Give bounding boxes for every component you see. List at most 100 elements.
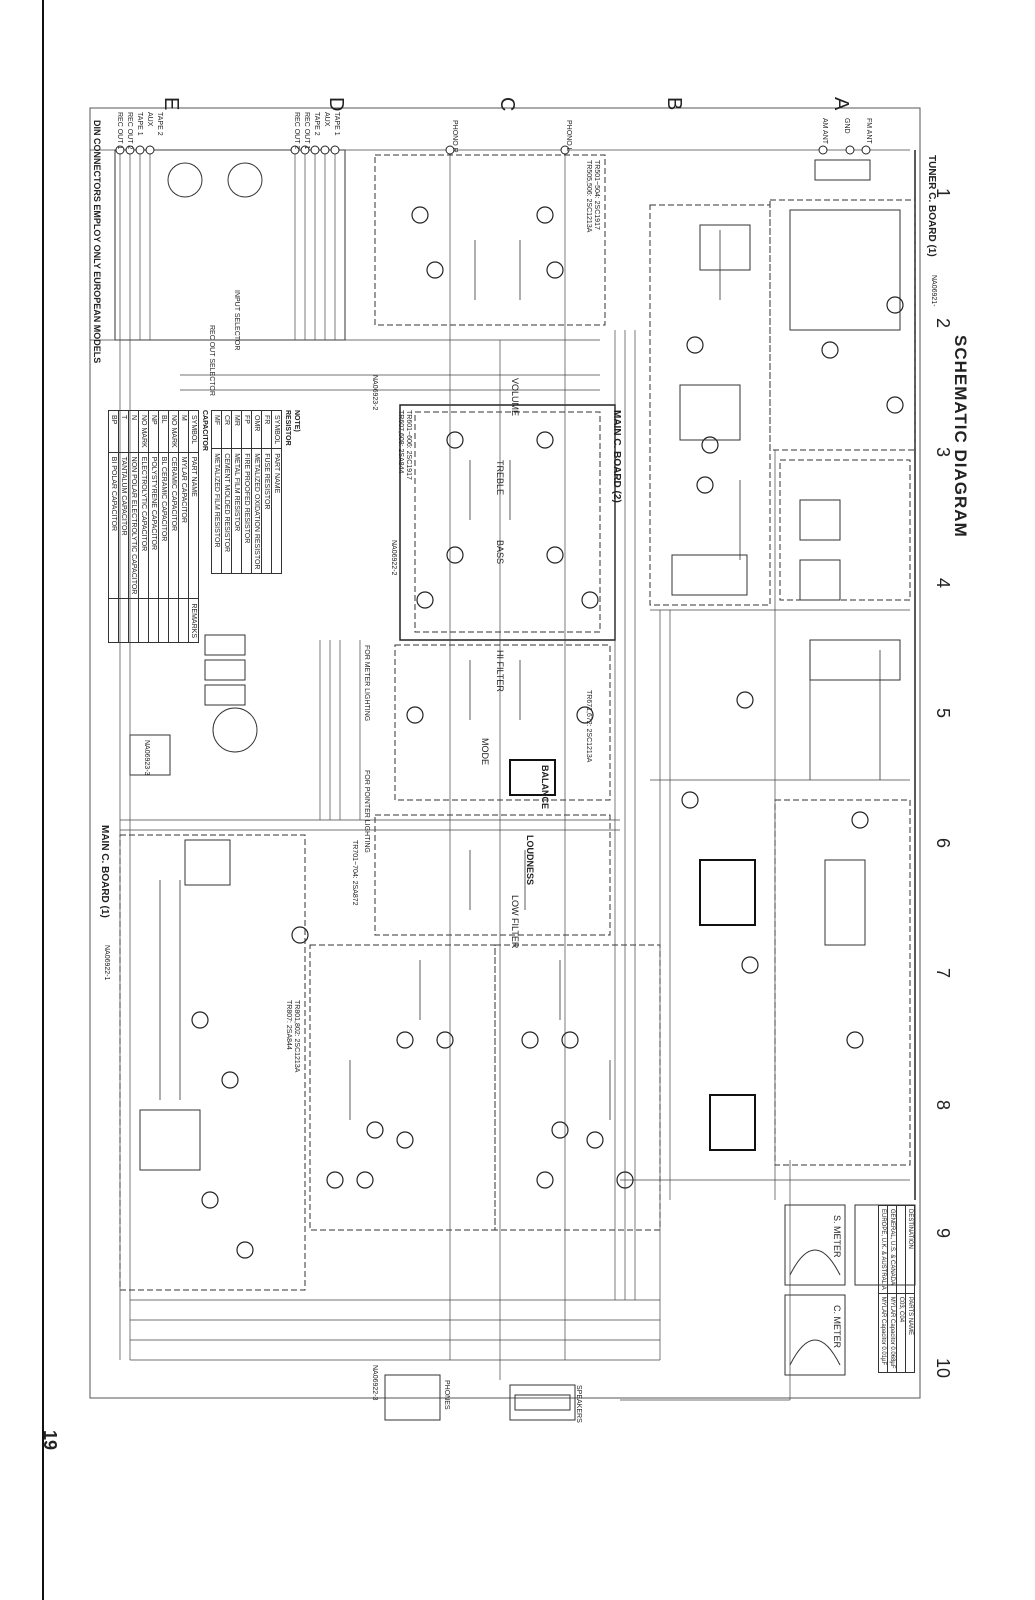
balance-label: BALANCE: [540, 765, 550, 809]
capacitor-symbol: M: [178, 410, 189, 453]
resistor-part: FIRE PROOFED RESISTOR: [241, 448, 252, 574]
transistor-note-3: TR601~606: 2SC1917: [405, 410, 412, 480]
resistor-heading: RESISTOR: [284, 410, 291, 446]
jack-label-tape1: TAPE 1: [333, 112, 340, 136]
capacitor-part: BL CERAMIC CAPACITOR: [158, 452, 169, 599]
pointer-lighting-label: FOR POINTER LIGHTING: [363, 770, 370, 853]
resistor-symbol: CR: [221, 410, 232, 449]
parts-table-part: MYLAR Capacitor 0.068µF: [887, 1293, 897, 1373]
jack-label-fm-ant: FM ANT: [865, 118, 872, 144]
jack-label-rec-out-2: REC OUT 2: [293, 112, 300, 150]
transistor-note-7: TR801,802: 2SC1213A: [293, 1000, 300, 1073]
capacitor-symbol: NO MARK: [138, 410, 149, 453]
phones-label: PHONES: [443, 1380, 450, 1410]
capacitor-remark: [128, 598, 139, 643]
capacitor-part: ELECTROLYTIC CAPACITOR: [138, 452, 149, 599]
capacitor-part: MYLAR CAPACITOR: [178, 452, 189, 599]
column-number-9: 9: [933, 1228, 953, 1239]
capacitor-remark: [138, 598, 149, 643]
board-ref-5: NA06922-3: [371, 1365, 378, 1401]
row-label-b: B: [663, 97, 685, 111]
bass-label: BASS: [495, 540, 505, 565]
jack-label-gnd: GND: [843, 118, 850, 134]
capacitor-part: NON POLAR ELECTROLYTIC CAPACITOR: [128, 452, 139, 599]
rec-out-selector-label: REC OUT SELECTOR: [208, 325, 215, 396]
jack-label-din-rec-out-1: REC OUT 1: [116, 112, 123, 150]
column-number-10: 10: [933, 1358, 953, 1379]
capacitor-col-part: PART NAME: [188, 452, 199, 599]
main-board-2-label: MAIN C. BOARD (2): [611, 410, 622, 503]
capacitor-remark: [108, 598, 119, 643]
jack-label-din-rec-out-2: REC OUT 2: [126, 112, 133, 150]
parts-table-destination: GENERAL, U.S. & CANADA: [887, 1205, 897, 1294]
capacitor-heading: CAPACITOR: [201, 410, 208, 451]
capacitor-symbol: NO MARK: [168, 410, 179, 453]
main-board-1-label: MAIN C. BOARD (1): [99, 825, 110, 918]
meter-lighting-label: FOR METER LIGHTING: [363, 645, 370, 722]
parts-table-part: MYLAR Capacitor 0.01µF: [878, 1293, 888, 1373]
capacitor-remark: [158, 598, 169, 643]
resistor-part: METALIZED OXIDATION RESISTOR: [251, 448, 262, 574]
tuner-board-label: TUNER C. BOARD (1): [926, 155, 937, 257]
capacitor-remark: [178, 598, 189, 643]
column-number-6: 6: [933, 838, 953, 849]
capacitor-remark: [148, 598, 159, 643]
row-label-e: E: [160, 97, 182, 111]
parts-table-destination-header: DESTINATION: [905, 1205, 915, 1294]
din-connector-note: DIN CONNECTORS EMPLOY ONLY EUROPEAN MODE…: [92, 120, 102, 364]
treble-label: TREBLE: [495, 460, 505, 496]
transistor-note-1: TR501~504: 2SC1917: [593, 160, 600, 230]
column-number-2: 2: [933, 318, 953, 329]
transistor-note-6: TR701~704: 2SA872: [351, 840, 358, 906]
resistor-symbol: FP: [241, 410, 252, 449]
low-filter-label: LOW FILTER: [510, 895, 520, 949]
board-ref-3: NA06923-2: [371, 375, 378, 411]
resistor-symbol: MF: [211, 410, 222, 449]
jack-label-din-aux: AUX: [146, 112, 153, 127]
jack-label-am-ant: AM ANT: [821, 118, 828, 145]
row-label-a: A: [830, 97, 852, 111]
jack-label-din-tape2: TAPE 2: [156, 112, 163, 136]
page-number: 19: [40, 1430, 60, 1451]
resistor-symbol: MR: [231, 410, 242, 449]
jack-label-din-tape1: TAPE 1: [136, 112, 143, 136]
transistor-note-8: TR807: 2SA844: [285, 1000, 292, 1050]
s-meter-label: S. METER: [832, 1215, 842, 1258]
parts-table-destination: EUROPE, U.K. & AUSTRALIA: [878, 1205, 888, 1294]
capacitor-remark: [118, 598, 129, 643]
tuner-board-ref: NA06921-: [930, 275, 937, 307]
speakers-label: SPEAKERS: [575, 1385, 582, 1423]
resistor-part: METALIZED FILM RESISTOR: [211, 448, 222, 574]
parts-table-heading: PARTS NAME: [905, 1293, 915, 1373]
capacitor-symbol: BP: [108, 410, 119, 453]
main-board-2-ref: NA06922-2: [390, 540, 397, 576]
board-ref-4: NA06923-3: [143, 740, 150, 776]
mode-label: MODE: [480, 738, 490, 765]
jack-label-rec-out-1: REC OUT 1: [303, 112, 310, 150]
capacitor-remark: [168, 598, 179, 643]
capacitor-col-remarks: REMARKS: [188, 598, 199, 643]
column-number-5: 5: [933, 708, 953, 719]
main-board-1-ref: NA06922-1: [103, 945, 110, 981]
capacitor-col-symbol: SYMBOL: [188, 410, 199, 453]
capacitor-symbol: T: [118, 410, 129, 453]
transistor-note-5: TR671,672: 2SC1213A: [585, 690, 592, 763]
parts-table: DESTINATION PARTS NAME C03, C04 GENERAL,…: [878, 1205, 915, 1373]
parts-table-part-header: C03, C04: [896, 1293, 906, 1373]
row-label-d: D: [325, 97, 347, 112]
resistor-col-symbol: SYMBOL: [271, 410, 282, 449]
page-title: SCHEMATIC DIAGRAM: [951, 335, 970, 538]
resistor-part: FUSE RESISTOR: [261, 448, 272, 574]
jack-label-phono-r: PHONO R: [451, 120, 458, 153]
c-meter-label: C. METER: [832, 1305, 842, 1349]
jack-label-phono-l: PHONO L: [565, 120, 572, 152]
resistor-part: METAL FILM RESISTOR: [231, 448, 242, 574]
resistor-symbol: FR: [261, 410, 272, 449]
column-number-7: 7: [933, 968, 953, 979]
column-number-8: 8: [933, 1100, 953, 1111]
hi-filter-label: HI FILTER: [495, 650, 505, 692]
